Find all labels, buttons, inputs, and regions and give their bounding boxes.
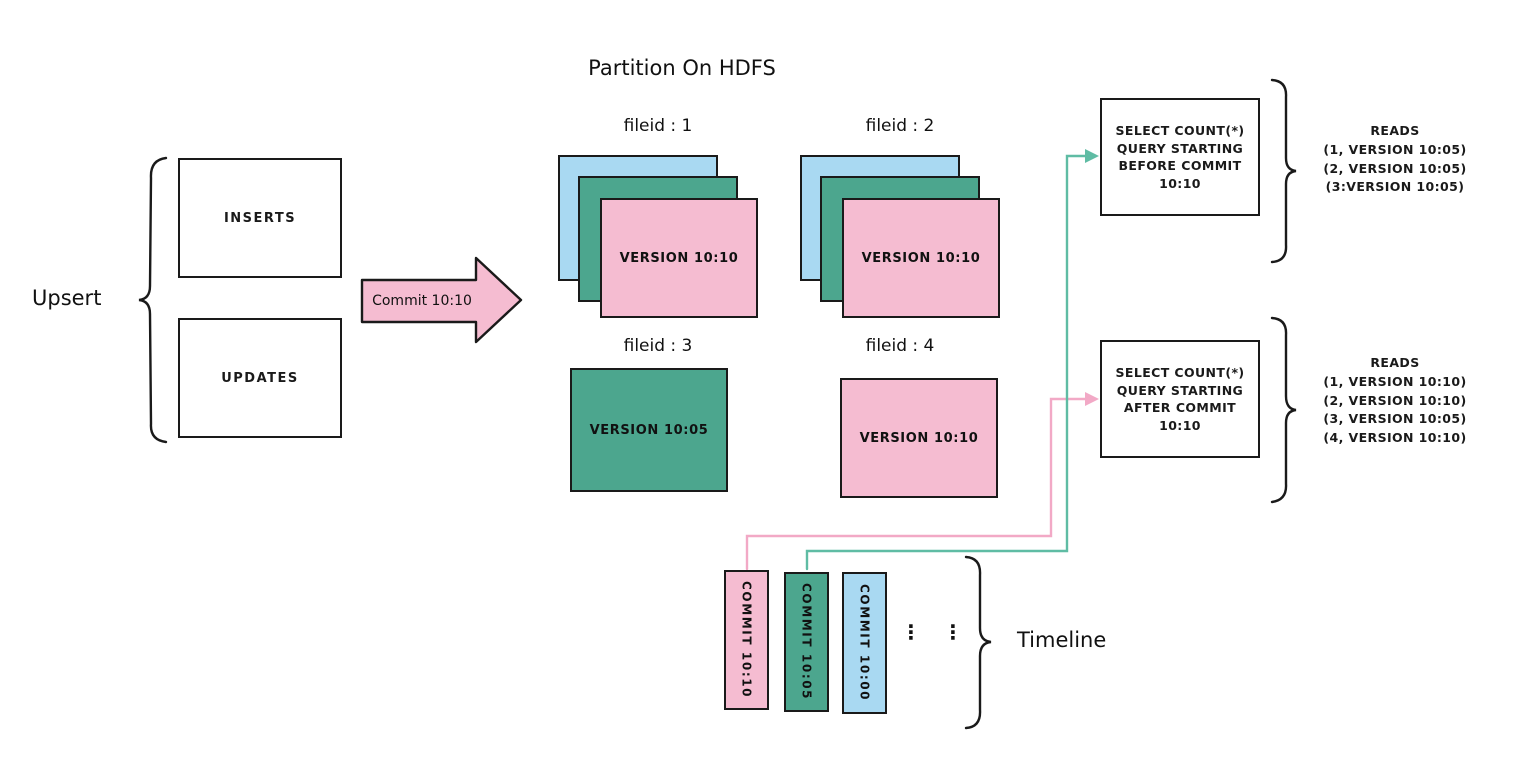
timeline-ellipsis-icon: ⋮ [943,620,963,644]
reads-line: (2, VERSION 10:05) [1323,160,1467,176]
inserts-label: INSERTS [223,210,297,226]
query-after-emphasis: AFTER [1123,400,1171,415]
before-reads-brace [1270,78,1297,264]
timeline-ellipsis-icon: ⋮ [901,620,921,644]
timeline-brace [964,555,992,730]
query-after-box: SELECT COUNT(*) QUERY STARTING AFTER COMM… [1100,340,1260,458]
timeline-commit-1010-label: COMMIT 10:10 [739,581,754,699]
query-after-line3: AFTER COMMIT [1124,399,1236,417]
upsert-label: Upsert [32,286,102,310]
upsert-brace [138,156,168,444]
reads-line: (4, VERSION 10:10) [1323,430,1467,445]
reads-title: READS [1370,123,1420,138]
fileid-3-version-label: VERSION 10:05 [589,422,709,438]
fileid-1-card-pink: VERSION 10:10 [600,198,758,318]
fileid-2-label: fileid : 2 [865,116,935,136]
query-before-reads: READS (1, VERSION 10:05) (2, VERSION 10:… [1305,122,1485,197]
reads-line: (3, VERSION 10:05) [1323,411,1467,427]
page-title: Partition On HDFS [588,56,776,80]
fileid-2-version-label: VERSION 10:10 [861,250,981,266]
before-query-connector-line [805,154,1088,571]
query-before-line3-rest: COMMIT [1181,158,1242,173]
updates-box: UPDATES [178,318,342,438]
timeline-label: Timeline [1017,628,1107,652]
commit-arrow-shape [360,256,523,344]
fileid-4-card-pink: VERSION 10:10 [840,378,998,498]
reads-line: (1, VERSION 10:05) [1323,141,1467,157]
fileid-1-version-label: VERSION 10:10 [619,250,739,266]
query-after-line1: SELECT COUNT(*) [1115,365,1245,380]
query-before-line2: QUERY STARTING [1116,140,1244,156]
fileid-4-version-label: VERSION 10:10 [859,430,979,446]
timeline-commit-1005: COMMIT 10:05 [784,572,829,712]
commit-arrow-label: Commit 10:10 [372,293,472,309]
updates-label: UPDATES [221,370,299,386]
query-before-line1: SELECT COUNT(*) [1115,123,1245,138]
fileid-4-label: fileid : 4 [865,336,935,356]
timeline-commit-1005-label: COMMIT 10:05 [799,583,814,701]
after-query-arrowhead-icon [1085,392,1099,406]
query-after-line3-rest: COMMIT [1175,400,1237,415]
reads-line: (3:VERSION 10:05) [1325,179,1465,195]
fileid-1-label: fileid : 1 [623,116,693,136]
reads-title: READS [1370,355,1420,370]
inserts-box: INSERTS [178,158,342,278]
query-before-emphasis: BEFORE [1118,158,1177,173]
reads-line: (2, VERSION 10:10) [1323,392,1467,408]
fileid-3-card-green: VERSION 10:05 [570,368,728,492]
query-before-line3: BEFORE COMMIT [1118,157,1241,175]
fileid-2-card-pink: VERSION 10:10 [842,198,1000,318]
fileid-3-label: fileid : 3 [623,336,693,356]
query-after-line2: QUERY STARTING [1116,382,1244,398]
after-reads-brace [1270,316,1297,504]
query-after-reads: READS (1, VERSION 10:10) (2, VERSION 10:… [1305,354,1485,448]
after-query-connector-line [745,397,1088,571]
timeline-commit-1010: COMMIT 10:10 [724,570,769,710]
query-after-line4: 10:10 [1159,417,1201,433]
before-query-arrowhead-icon [1085,149,1099,163]
query-before-box: SELECT COUNT(*) QUERY STARTING BEFORE COM… [1100,98,1260,216]
timeline-commit-1000-label: COMMIT 10:00 [857,584,872,702]
query-before-line4: 10:10 [1159,175,1201,191]
timeline-commit-1000: COMMIT 10:00 [842,572,887,714]
reads-line: (1, VERSION 10:10) [1323,373,1467,389]
